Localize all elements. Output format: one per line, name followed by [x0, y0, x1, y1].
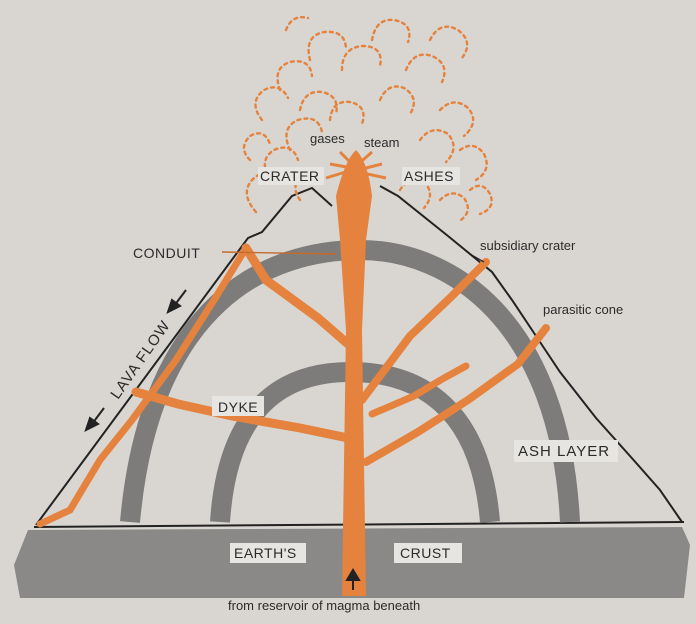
label-subsidiary-crater: subsidiary crater — [480, 238, 576, 253]
label-parasitic-cone: parasitic cone — [543, 302, 623, 317]
label-earths: EARTH'S — [234, 545, 297, 561]
label-ash-layer: ASH LAYER — [518, 443, 610, 460]
label-crust: CRUST — [400, 545, 451, 561]
label-gases: gases — [310, 131, 345, 146]
label-from-reservoir: from reservoir of magma beneath — [228, 598, 420, 613]
label-ashes: ASHES — [404, 168, 454, 184]
label-steam: steam — [364, 135, 399, 150]
label-dyke: DYKE — [218, 399, 258, 415]
label-crater: CRATER — [260, 168, 320, 184]
label-conduit: CONDUIT — [133, 245, 200, 261]
